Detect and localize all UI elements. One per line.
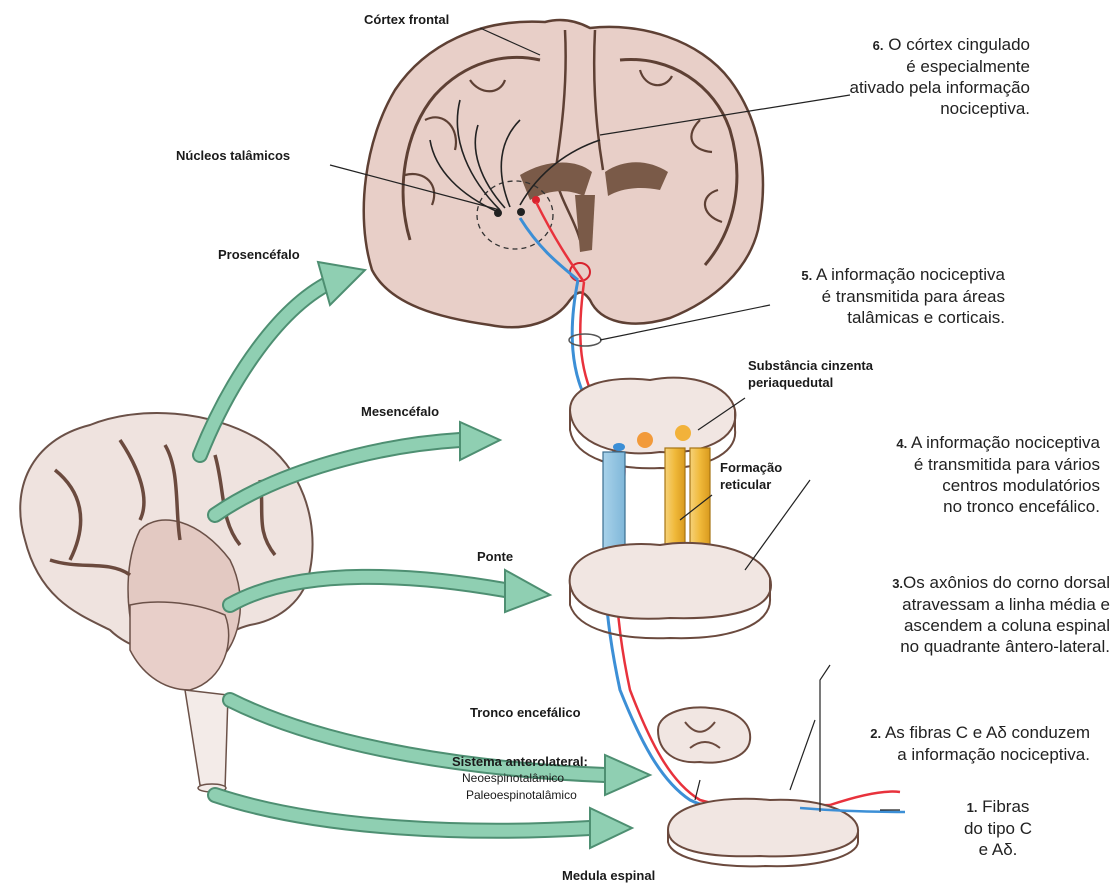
label-formacao-reticular: Formação reticular xyxy=(720,459,782,493)
step-5-line3: talâmicas e corticais. xyxy=(780,307,1005,328)
medulla-slab xyxy=(658,707,750,762)
step-2-number: 2. xyxy=(870,726,881,741)
step-1-line2: do tipo C xyxy=(928,818,1068,839)
label-sistema-anterolateral: Sistema anterolateral: xyxy=(452,754,588,769)
step-1-line3: e Aδ. xyxy=(928,839,1068,860)
step-4-line4: no tronco encefálico. xyxy=(844,496,1100,517)
label-formacao-line2: reticular xyxy=(720,476,782,493)
step-5-text: 5. A informação nociceptiva é transmitid… xyxy=(780,264,1005,328)
label-medula-espinal: Medula espinal xyxy=(562,868,655,883)
label-substancia-cinzenta-line1: Substância cinzenta xyxy=(748,357,873,374)
step-4-line3: centros modulatórios xyxy=(844,475,1100,496)
lateral-brain xyxy=(20,413,312,792)
step-3-line1: Os axônios do corno dorsal xyxy=(903,573,1110,592)
label-formacao-line1: Formação xyxy=(720,459,782,476)
label-cortex-frontal: Córtex frontal xyxy=(364,12,449,27)
step-6-text: 6. O córtex cingulado é especialmente at… xyxy=(830,34,1030,119)
label-substancia-cinzenta: Substância cinzenta periaquedutal xyxy=(748,357,873,391)
step-2-line1: As fibras C e Aδ conduzem xyxy=(885,723,1090,742)
spinal-cord-slab xyxy=(668,792,905,867)
midbrain-slab xyxy=(570,378,735,469)
step-3-number: 3. xyxy=(892,576,903,591)
step-6-line3: ativado pela informação xyxy=(830,77,1030,98)
step-2-text: 2. As fibras C e Aδ conduzem a informaçã… xyxy=(818,722,1090,765)
label-neoespinotalamico: Neoespinotalâmico xyxy=(462,771,564,785)
label-substancia-cinzenta-line2: periaquedutal xyxy=(748,374,873,391)
step-2-line2: a informação nociceptiva. xyxy=(818,744,1090,765)
step-4-number: 4. xyxy=(896,436,907,451)
label-ponte: Ponte xyxy=(477,549,513,564)
step-4-line2: é transmitida para vários xyxy=(844,454,1100,475)
step-1-line1: Fibras xyxy=(982,797,1029,816)
step-6-number: 6. xyxy=(873,38,884,53)
step-6-line2: é especialmente xyxy=(830,56,1030,77)
step-4-text: 4. A informação nociceptiva é transmitid… xyxy=(844,432,1100,517)
step-4-line1: A informação nociceptiva xyxy=(911,433,1100,452)
step-5-number: 5. xyxy=(801,268,812,283)
step-3-text: 3.Os axônios do corno dorsal atravessam … xyxy=(820,572,1110,657)
step-6-line1: O córtex cingulado xyxy=(888,35,1030,54)
coronal-brain-section xyxy=(364,20,763,327)
step-3-line3: ascendem a coluna espinal xyxy=(820,615,1110,636)
step-1-text: 1. Fibras do tipo C e Aδ. xyxy=(928,796,1068,860)
step-3-line4: no quadrante ântero-lateral. xyxy=(820,636,1110,657)
step-6-line4: nociceptiva. xyxy=(830,98,1030,119)
pons-slab xyxy=(570,543,771,638)
label-tronco-encefalico: Tronco encefálico xyxy=(470,705,581,720)
label-nucleos-talamicos: Núcleos talâmicos xyxy=(176,148,290,163)
step-5-line2: é transmitida para áreas xyxy=(780,286,1005,307)
step-1-number: 1. xyxy=(967,800,978,815)
step-3-line2: atravessam a linha média e xyxy=(820,594,1110,615)
label-paleoespinotalamico: Paleoespinotalâmico xyxy=(466,788,577,802)
label-mesencefalo: Mesencéfalo xyxy=(361,404,439,419)
step-5-line1: A informação nociceptiva xyxy=(816,265,1005,284)
label-prosencefalo: Prosencéfalo xyxy=(218,247,300,262)
